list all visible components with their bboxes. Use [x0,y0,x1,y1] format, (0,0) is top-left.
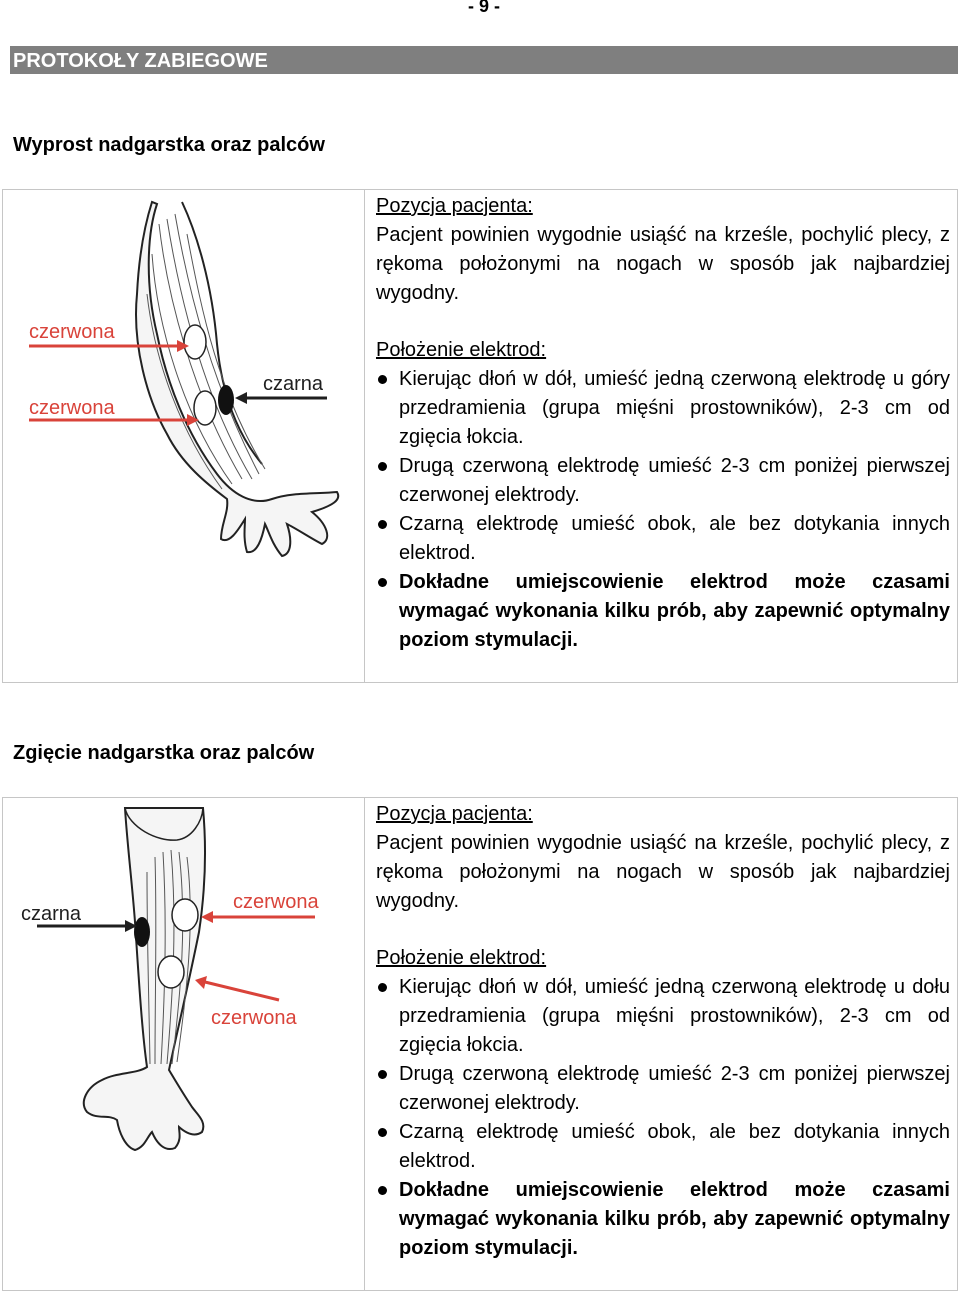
electrode-placement-heading: Położenie elektrod: [376,339,547,361]
patient-position-text: Pacjent powinien wygodnie usiąść na krze… [376,832,950,912]
black-electrode [134,917,150,947]
list-item: Drugą czerwoną elektrodę umieść 2-3 cm p… [376,1060,950,1118]
protocol-box: czerwona czerwona czarna Pozycja pacjent… [2,189,958,683]
label-red-bottom: czerwona [29,397,115,419]
label-red-bottom: czerwona [211,1007,297,1029]
red-electrode-1 [171,898,199,932]
protocol-text: Pozycja pacjenta: Pacjent powinien wygod… [376,192,950,655]
patient-position-text: Pacjent powinien wygodnie usiąść na krze… [376,224,950,304]
protocol-title: Wyprost nadgarstka oraz palców [13,134,325,156]
list-item: Kierując dłoń w dół, umieść jedną czerwo… [376,365,950,452]
column-divider [364,190,365,682]
section-header: PROTOKOŁY ZABIEGOWE [10,46,958,74]
list-item: Kierując dłoń w dół, umieść jedną czerwo… [376,973,950,1060]
list-item: Drugą czerwoną elektrodę umieść 2-3 cm p… [376,452,950,510]
protocol-box: czarna czerwona czerwona Pozycja pacjent… [2,797,958,1291]
arm-diagram: czerwona czerwona czarna [29,200,340,558]
forearm-flexion-illustration: czarna czerwona czerwona [7,802,359,1177]
black-electrode [218,385,234,415]
red-electrode-1 [183,324,207,360]
page-number: - 9 - [467,0,500,16]
arm-diagram: czarna czerwona czerwona [21,807,319,1152]
protocol-text: Pozycja pacjenta: Pacjent powinien wygod… [376,800,950,1263]
forearm-extension-illustration: czerwona czerwona czarna [7,194,359,569]
label-black: czarna [263,373,324,395]
column-divider [364,798,365,1290]
list-item: Dokładne umiejscowienie elektrod może cz… [376,568,950,655]
patient-position-heading: Pozycja pacjenta: [376,195,533,217]
electrode-steps: Kierując dłoń w dół, umieść jedną czerwo… [376,365,950,655]
list-item: Czarną elektrodę umieść obok, ale bez do… [376,510,950,568]
list-item: Dokładne umiejscowienie elektrod może cz… [376,1176,950,1263]
protocol-title: Zgięcie nadgarstka oraz palców [13,742,315,764]
red-electrode-2 [157,955,185,989]
patient-position-heading: Pozycja pacjenta: [376,803,533,825]
electrode-steps: Kierując dłoń w dół, umieść jedną czerwo… [376,973,950,1263]
red-electrode-2 [193,390,217,426]
label-black: czarna [21,903,82,925]
electrode-placement-heading: Położenie elektrod: [376,947,547,969]
list-item: Czarną elektrodę umieść obok, ale bez do… [376,1118,950,1176]
label-red-top: czerwona [29,321,115,343]
label-red-top: czerwona [233,891,319,913]
